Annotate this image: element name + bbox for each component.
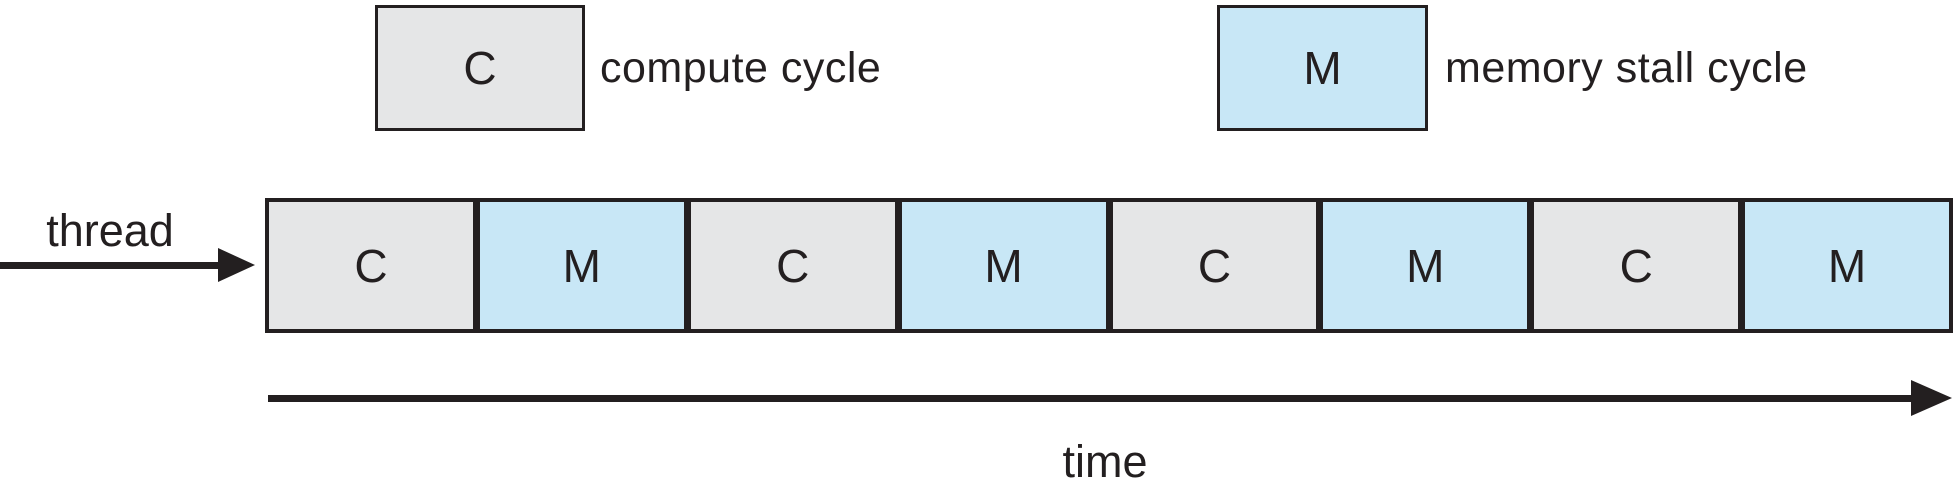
timeline-cell: C bbox=[1105, 202, 1317, 329]
time-arrow-head bbox=[1911, 380, 1952, 416]
timeline-cell: M bbox=[1316, 202, 1528, 329]
time-arrow-line bbox=[268, 395, 1914, 402]
thread-arrow-head bbox=[218, 248, 255, 282]
timeline-cell: M bbox=[472, 202, 684, 329]
thread-arrow-line bbox=[0, 262, 220, 269]
legend-compute-box: C bbox=[375, 5, 585, 131]
timeline-cell: M bbox=[1738, 202, 1949, 329]
legend-compute-label: compute cycle bbox=[600, 43, 882, 92]
time-axis-label: time bbox=[1062, 436, 1148, 480]
timeline-row: C M C M C M C M bbox=[265, 198, 1953, 333]
thread-label: thread bbox=[46, 205, 174, 256]
legend-memory-box: M bbox=[1217, 5, 1428, 131]
timeline-cell: C bbox=[683, 202, 895, 329]
legend-memory-label: memory stall cycle bbox=[1445, 43, 1808, 92]
timeline-cell: M bbox=[894, 202, 1106, 329]
timeline-cell: C bbox=[1527, 202, 1739, 329]
timeline-cell: C bbox=[269, 202, 473, 329]
